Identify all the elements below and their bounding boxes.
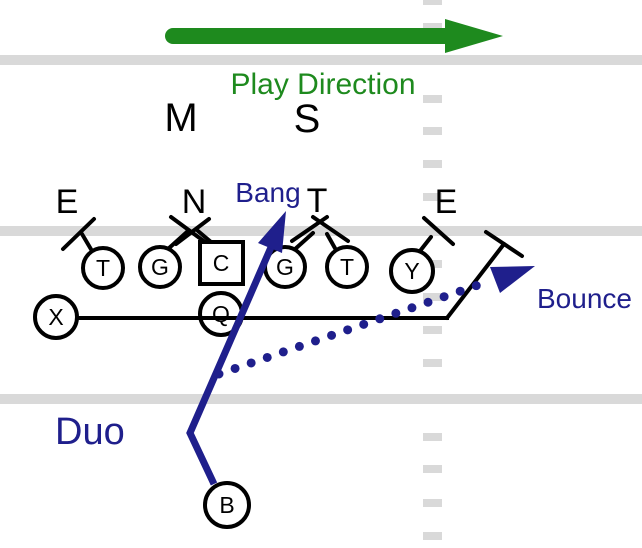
bang-route-line — [186, 243, 276, 486]
player-left-guard — [138, 245, 182, 289]
quarterback-label: Q — [212, 301, 230, 327]
left-guard-label: G — [151, 254, 169, 280]
defender-nose-label: N — [182, 183, 207, 221]
defender-left-end-label: E — [56, 183, 79, 221]
hash-mark — [423, 359, 442, 367]
player-center — [198, 240, 245, 286]
yard-line-top — [0, 55, 642, 65]
bounce-route-dotted-line — [214, 277, 492, 379]
block-mark-nose-a — [169, 215, 207, 244]
duo-label: Duo — [55, 411, 125, 453]
hash-mark — [423, 23, 442, 31]
block-mark-right-end — [422, 216, 455, 246]
yard-line-bottom — [0, 394, 642, 404]
offense-players — [33, 240, 435, 340]
offense-player-labels: T G C G T Y X Q — [48, 250, 419, 330]
player-left-tackle — [81, 246, 125, 290]
bounce-label: Bounce — [537, 283, 632, 314]
center-label: C — [213, 250, 230, 276]
arc-block-mark — [484, 230, 524, 258]
block-stem-right-guard — [292, 231, 315, 252]
right-guard-label: G — [276, 254, 294, 280]
bounce-arrowhead-icon — [490, 266, 535, 293]
bang-arrowhead-icon — [258, 211, 286, 253]
line-of-scrimmage — [0, 226, 642, 236]
hash-mark — [423, 499, 442, 507]
defender-tackle-label: T — [307, 182, 328, 220]
hash-mark — [423, 160, 442, 168]
play-direction-label: Play Direction — [230, 68, 415, 101]
block-marks — [61, 215, 524, 320]
block-mark-tackle-b — [311, 215, 350, 243]
bang-route — [186, 211, 286, 486]
block-mark-left-end — [61, 217, 96, 251]
hash-mark — [423, 193, 442, 201]
player-back — [203, 481, 251, 529]
hash-mark — [423, 127, 442, 135]
block-mark-nose-b — [174, 217, 211, 246]
defender-right-end-label: E — [435, 183, 458, 221]
bounce-route — [214, 266, 535, 379]
hash-mark — [423, 326, 442, 334]
play-direction-arrowhead-icon — [445, 19, 503, 53]
hash-mark — [423, 0, 442, 5]
block-stem-right-tackle — [325, 232, 338, 252]
right-tackle-label: T — [340, 254, 354, 280]
player-right-tackle — [325, 245, 369, 289]
hash-mark — [423, 532, 442, 540]
hash-mark — [423, 433, 442, 441]
defender-mike-label: M — [164, 96, 197, 140]
hash-mark — [423, 95, 442, 103]
x-receiver-label: X — [48, 304, 63, 330]
defender-sam-label: S — [294, 97, 321, 141]
left-tackle-label: T — [96, 255, 110, 281]
field-lines — [0, 55, 642, 404]
arc-block-path — [445, 242, 506, 320]
y-tight-end-label: Y — [404, 258, 419, 284]
bang-label: Bang — [235, 177, 300, 208]
play-direction-arrow — [165, 19, 503, 53]
player-y-tight-end — [389, 248, 435, 294]
block-stem-y — [418, 235, 433, 253]
hash-mark — [423, 465, 442, 473]
back-label: B — [219, 492, 234, 518]
hash-mark — [423, 293, 442, 301]
